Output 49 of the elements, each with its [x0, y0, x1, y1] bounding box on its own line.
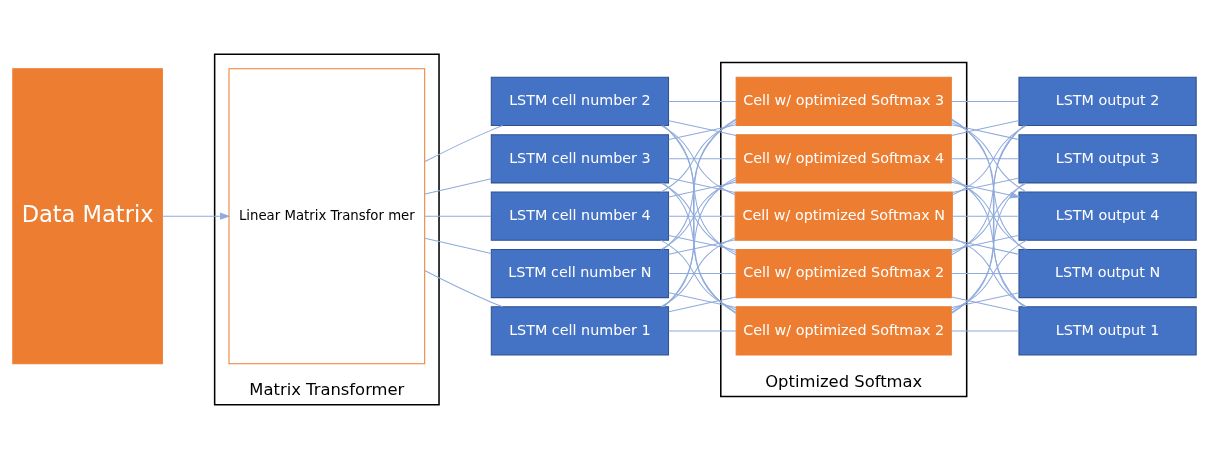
node-box: LSTM cell number 1 — [490, 306, 670, 356]
connector — [951, 215, 1020, 217]
node-box: LSTM cell number 4 — [490, 191, 670, 241]
node-box: Cell w/ optimized Softmax N — [734, 191, 953, 241]
connector — [668, 177, 736, 194]
connector — [951, 296, 1020, 313]
connector — [668, 234, 737, 251]
node-box: Cell w/ optimized Softmax 3 — [735, 76, 952, 126]
connector — [668, 330, 737, 332]
arrow — [162, 212, 231, 220]
connector — [951, 177, 1020, 194]
connector — [668, 158, 737, 160]
node-box: Data Matrix — [12, 68, 163, 365]
connector — [424, 237, 492, 254]
connector — [951, 120, 1020, 136]
connector — [951, 292, 1020, 308]
node-box: LSTM cell number 2 — [490, 76, 670, 126]
connector — [951, 158, 1020, 160]
connector — [668, 124, 737, 141]
node-box: LSTM output 2 — [1018, 76, 1197, 126]
node-box: LSTM output N — [1018, 248, 1197, 299]
connector — [951, 124, 1020, 141]
node-box: Cell w/ optimized Softmax 2 — [735, 306, 952, 356]
arrow — [951, 181, 1021, 199]
connector — [424, 178, 492, 195]
connector — [668, 100, 737, 102]
connector — [424, 215, 492, 217]
connector — [951, 234, 1020, 251]
node-box: LSTM cell number N — [490, 248, 670, 299]
connector — [951, 100, 1020, 102]
connector — [424, 270, 504, 308]
connector — [668, 296, 737, 313]
connector — [668, 273, 737, 275]
node-box: Cell w/ optimized Softmax 4 — [735, 134, 952, 184]
node-box: Linear Matrix Transfor mer — [228, 68, 426, 365]
connector — [668, 215, 736, 217]
connector — [668, 292, 737, 309]
node-box: Cell w/ optimized Softmax 2 — [735, 248, 952, 299]
connector — [668, 120, 737, 136]
connector — [668, 181, 737, 198]
connector — [951, 239, 1020, 255]
connector — [951, 273, 1020, 275]
node-box: LSTM cell number 3 — [490, 134, 670, 184]
node-box: LSTM output 1 — [1018, 306, 1197, 356]
node-box: LSTM output 3 — [1018, 134, 1197, 184]
connector — [951, 330, 1020, 332]
node-box: LSTM output 4 — [1018, 191, 1197, 241]
connector — [668, 239, 736, 255]
connector — [424, 125, 504, 163]
